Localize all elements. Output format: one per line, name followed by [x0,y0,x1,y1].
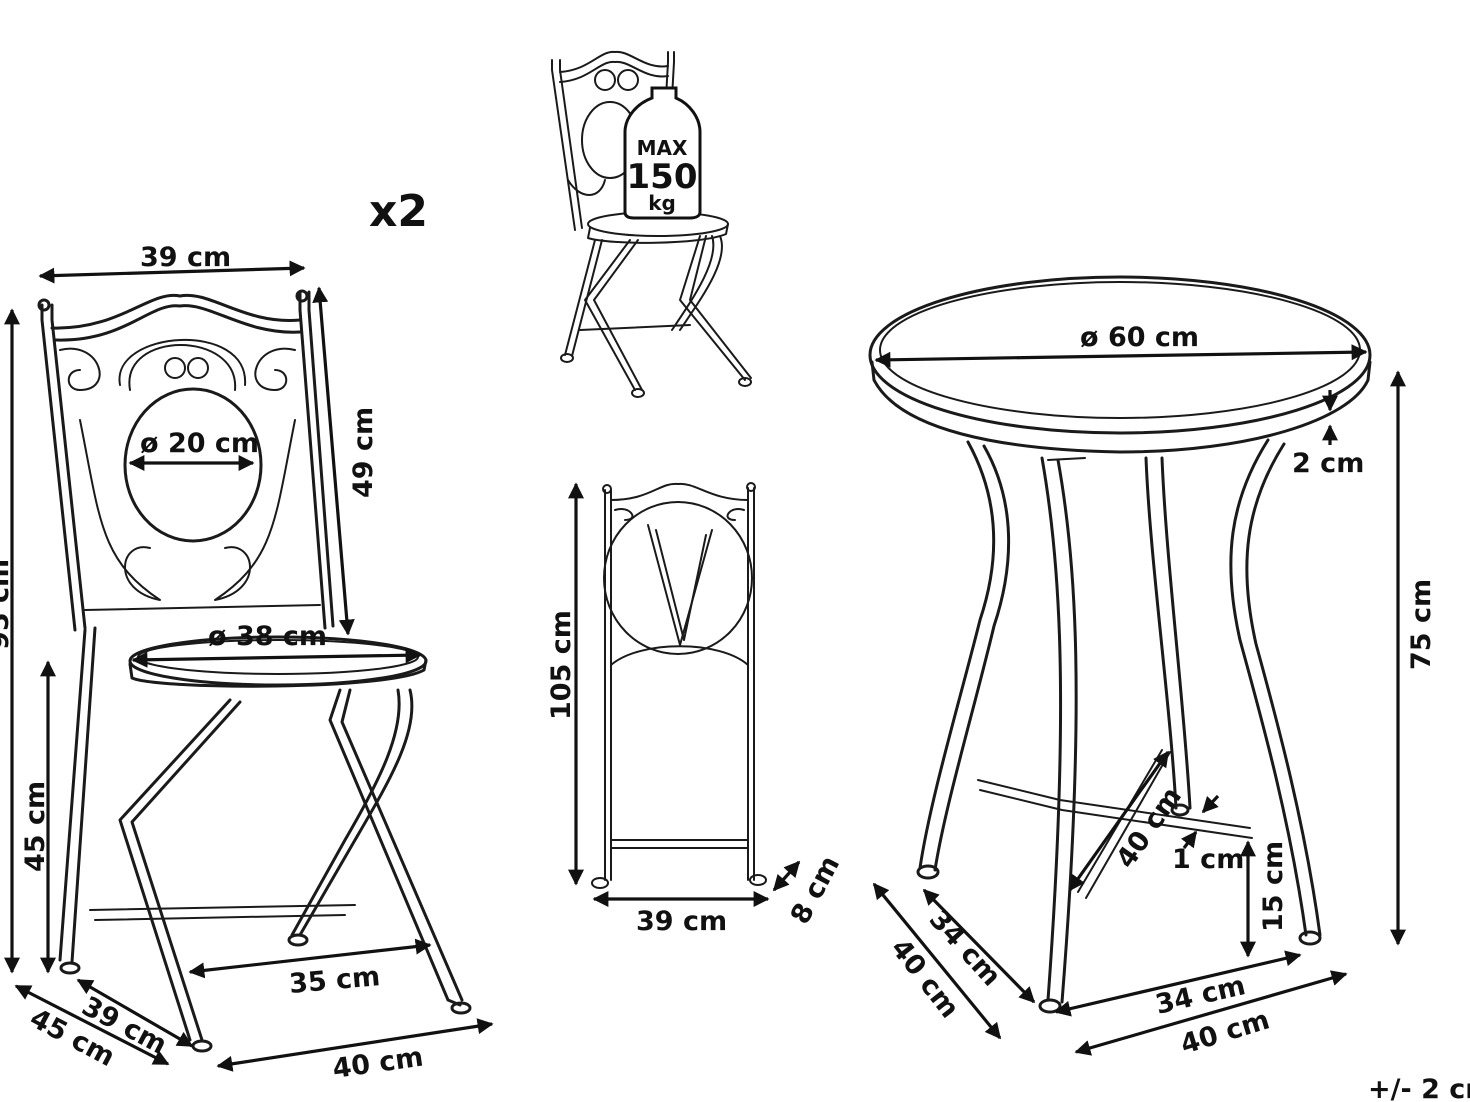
table-top-thickness-label: 2 cm [1292,448,1364,479]
crossbar-height-label: 15 cm [1258,841,1289,932]
load-unit-label: kg [648,191,676,215]
folded-depth-label: 8 cm [785,851,846,929]
folded-width-label: 39 cm [636,906,727,937]
table-top-diameter-label: ø 60 cm [1080,322,1199,353]
medallion-diameter-label: ø 20 cm [140,428,259,459]
weight-icon [623,86,702,220]
seat-diameter-label: ø 38 cm [208,621,327,652]
folded-chair-illustration [591,482,767,889]
chair-back-width-label: 39 cm [140,242,231,273]
seat-height-label: 45 cm [20,781,51,872]
leg-span-label: 35 cm [288,961,381,1000]
table-height-label: 75 cm [1406,579,1437,670]
chair-total-height-label: 95 cm [0,559,15,650]
folded-height-label: 105 cm [546,610,577,720]
load-chair-illustration: MAX 150 kg [551,50,752,398]
crossbar-thickness-label: 1 cm [1172,844,1244,875]
table-illustration [868,275,1372,1014]
chair-back-height-label: 49 cm [348,407,379,498]
quantity-label: x2 [369,186,428,237]
tolerance-label: +/- 2 cm [1368,1074,1470,1102]
load-max-label: MAX [637,136,688,160]
load-value-label: 150 [627,157,698,197]
chair-illustration [37,289,472,1053]
